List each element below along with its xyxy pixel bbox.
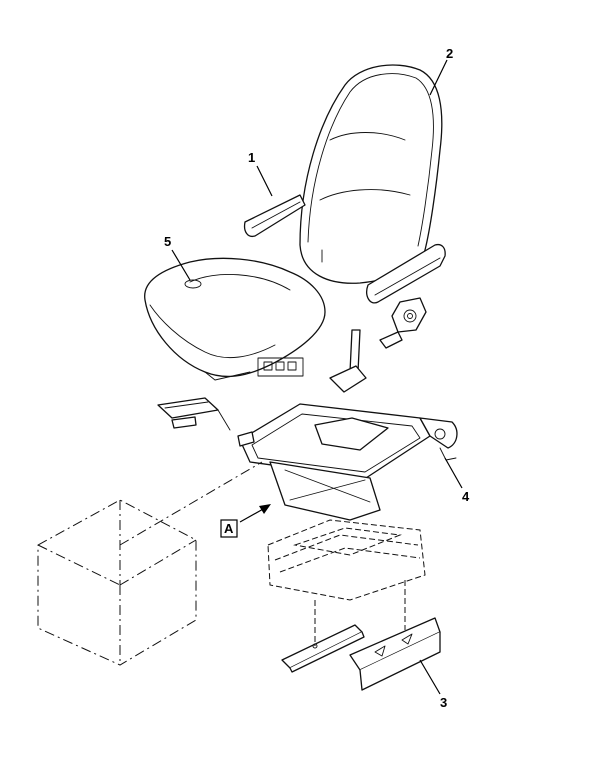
recliner-mechanism	[379, 297, 427, 349]
callout-5: 5	[164, 234, 171, 249]
mounting-brackets	[281, 580, 441, 691]
leader-5	[171, 249, 191, 281]
suspension-assembly	[237, 329, 458, 521]
callout-3: 3	[440, 695, 447, 710]
right-armrest	[366, 243, 446, 304]
callout-1: 1	[248, 150, 255, 165]
phantom-box	[37, 461, 263, 666]
leader-2	[429, 59, 448, 96]
seat-back	[299, 64, 443, 284]
left-armrest	[243, 194, 306, 238]
view-label-box	[220, 519, 238, 538]
leader-3	[419, 659, 441, 695]
seat-cushion	[144, 257, 326, 381]
callout-2: 2	[446, 46, 453, 61]
riser-boot	[267, 519, 426, 601]
view-label: A	[224, 521, 234, 536]
slide-rail-part	[157, 397, 231, 431]
leader-4	[444, 457, 463, 489]
callout-4: 4	[462, 489, 470, 504]
leader-1	[256, 165, 273, 197]
view-a-pointer	[239, 504, 271, 523]
